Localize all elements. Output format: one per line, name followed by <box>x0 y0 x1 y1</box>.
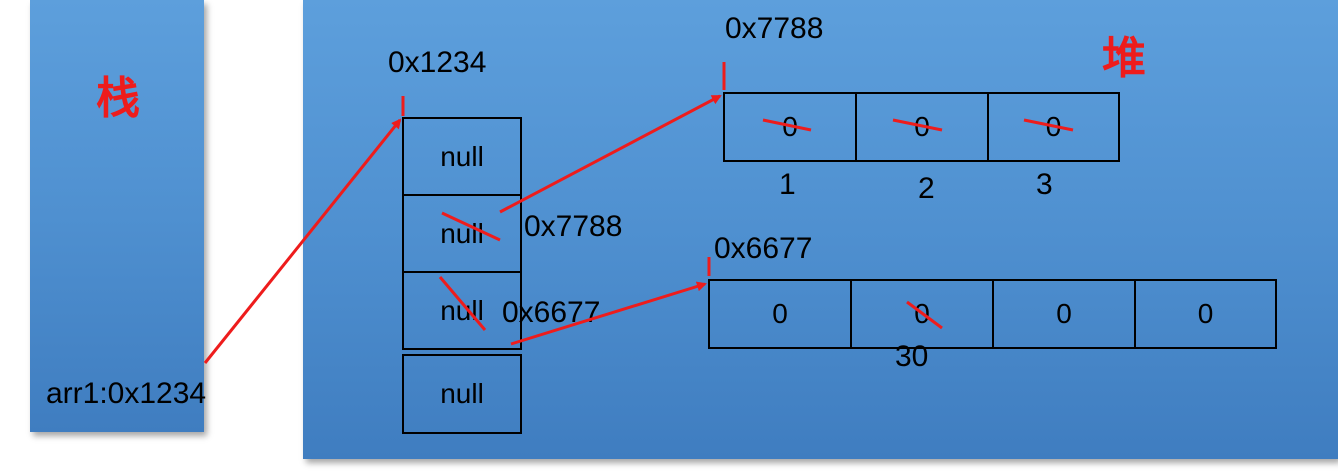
arrow-stack-to-outer <box>203 118 402 364</box>
stack-title: 栈 <box>96 73 140 124</box>
strike-outer-cell-1 <box>441 211 501 242</box>
array-a-new-value-0: 1 <box>779 168 796 201</box>
stack-panel <box>30 0 204 432</box>
array-a-new-value-1: 2 <box>918 172 935 205</box>
outer-array-address: 0x1234 <box>388 46 487 79</box>
array-b-new-value: 30 <box>895 340 929 373</box>
outer-cell-2-new-value: 0x6677 <box>502 296 601 329</box>
array-b-cell-3: 0 <box>1134 279 1277 349</box>
arrow-outer-to-array-a <box>499 94 722 214</box>
heap-title: 堆 <box>1102 33 1146 84</box>
arrow-outer-to-array-b <box>510 281 707 346</box>
strike-array-a-2 <box>1023 118 1074 132</box>
strike-array-a-1 <box>892 118 943 132</box>
stack-variable-label: arr1:0x1234 <box>46 377 207 410</box>
array-a-address: 0x7788 <box>725 12 824 45</box>
array-b-address: 0x6677 <box>714 232 813 265</box>
outer-cell-1-new-value: 0x7788 <box>524 210 623 243</box>
strike-array-a-0 <box>762 118 812 132</box>
strike-array-b-1 <box>906 300 943 330</box>
strike-outer-cell-2 <box>438 276 487 331</box>
outer-array-cell-3: null <box>402 354 522 434</box>
array-a-new-value-2: 3 <box>1036 168 1053 201</box>
